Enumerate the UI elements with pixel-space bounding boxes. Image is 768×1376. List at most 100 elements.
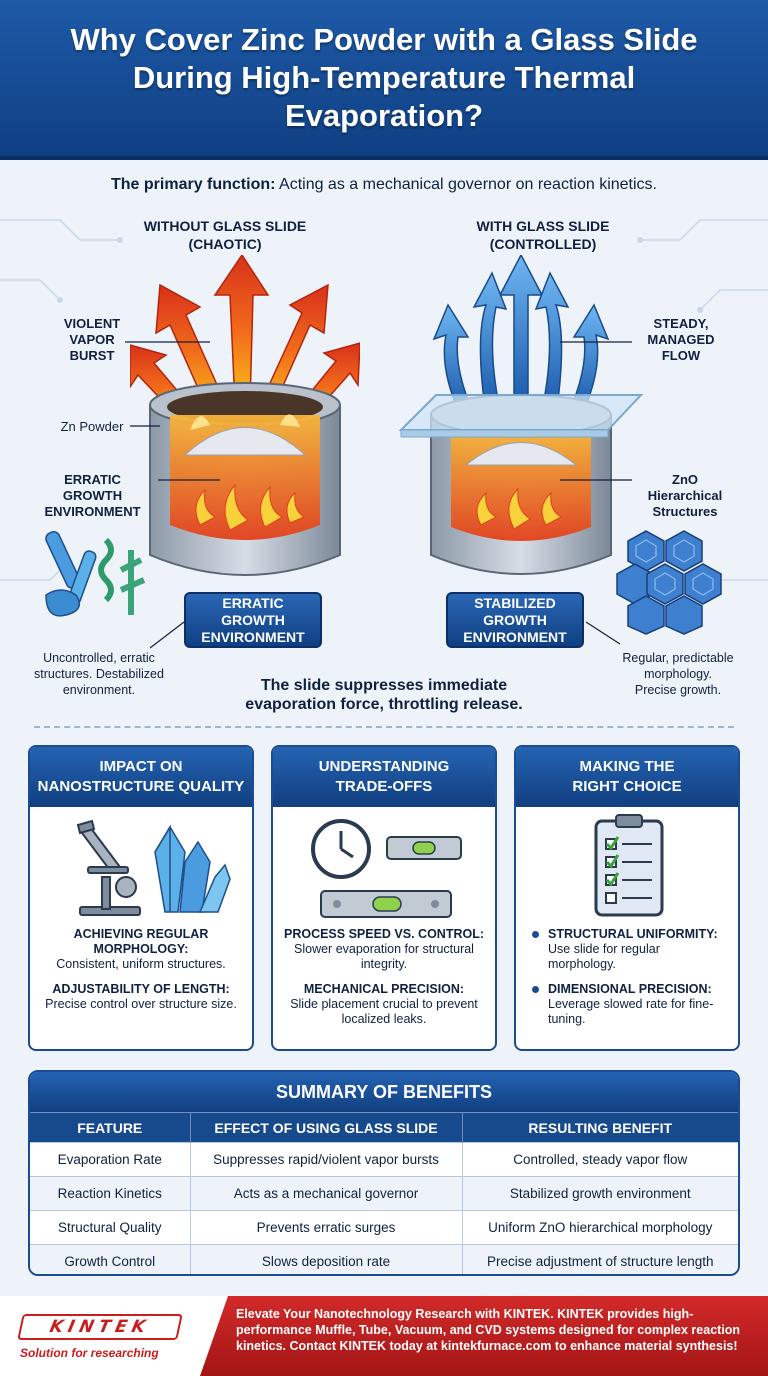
panel-impact-body: ACHIEVING REGULAR MORPHOLOGY: Consistent… bbox=[30, 927, 252, 1012]
panel-impact-art bbox=[30, 807, 252, 927]
tradeoffs-item-2: MECHANICAL PRECISION: Slide placement cr… bbox=[283, 982, 485, 1027]
table-cell: Acts as a mechanical governor bbox=[190, 1176, 463, 1211]
erratic-box-line2: GROWTH bbox=[221, 611, 285, 628]
crucible-chaotic-illustration bbox=[130, 255, 360, 576]
erratic-box-line1: ERRATIC bbox=[222, 594, 284, 611]
impact-item-2-text: Precise control over structure size. bbox=[45, 997, 237, 1011]
impact-item-1-heading: ACHIEVING REGULAR MORPHOLOGY: bbox=[73, 927, 209, 956]
callout-burst-line1: VIOLENT bbox=[63, 316, 121, 331]
stabilized-box-line3: ENVIRONMENT bbox=[463, 628, 567, 645]
erratic-box-line3: ENVIRONMENT bbox=[201, 628, 305, 645]
primary-function: The primary function: Acting as a mechan… bbox=[0, 176, 768, 194]
impact-item-2-heading: ADJUSTABILITY OF LENGTH: bbox=[52, 982, 230, 996]
choice-item-1-heading: STRUCTURAL UNIFORMITY: bbox=[548, 927, 718, 941]
panel-tradeoffs: UNDERSTANDING TRADE-OFFS PROCESS SPEED V… bbox=[271, 745, 497, 1051]
impact-item-2: ADJUSTABILITY OF LENGTH: Precise control… bbox=[40, 982, 242, 1012]
callout-flow-line2: MANAGED bbox=[647, 332, 715, 347]
table-cell: Stabilized growth environment bbox=[462, 1176, 738, 1211]
left-caption: Uncontrolled, erratic structures. Destab… bbox=[14, 650, 184, 698]
page-title: Why Cover Zinc Powder with a Glass Slide… bbox=[70, 22, 698, 133]
choice-item-2-heading: DIMENSIONAL PRECISION: bbox=[548, 982, 712, 996]
callout-burst-line2: VAPOR bbox=[69, 332, 115, 347]
table-cell: Reaction Kinetics bbox=[30, 1176, 191, 1211]
callout-zno-line1: ZnO bbox=[672, 472, 698, 487]
panel-tradeoffs-body: PROCESS SPEED VS. CONTROL: Slower evapor… bbox=[273, 927, 495, 1027]
right-caption-line3: Precise growth. bbox=[634, 683, 722, 697]
table-cell: Structural Quality bbox=[30, 1210, 191, 1245]
choice-item-1: STRUCTURAL UNIFORMITY: Use slide for reg… bbox=[532, 927, 728, 972]
table-row: Structural Quality Prevents erratic surg… bbox=[30, 1210, 738, 1245]
kintek-logo[interactable]: KINTEK bbox=[17, 1314, 183, 1340]
stabilized-environment-box: STABILIZED GROWTH ENVIRONMENT bbox=[446, 592, 584, 648]
panel-choice-title-line1: MAKING THE bbox=[579, 758, 675, 775]
table-cell: Prevents erratic surges bbox=[190, 1210, 463, 1245]
footer: KINTEK Solution for researching Elevate … bbox=[0, 1296, 768, 1376]
summary-header-row: FEATURE EFFECT OF USING GLASS SLIDE RESU… bbox=[30, 1112, 738, 1143]
right-caption-line1: Regular, predictable bbox=[622, 651, 734, 665]
summary-title: SUMMARY OF BENEFITS bbox=[30, 1072, 738, 1112]
left-title-line1: WITHOUT GLASS SLIDE bbox=[143, 218, 307, 234]
callout-flow-line3: FLOW bbox=[661, 348, 701, 363]
clock-level-icon bbox=[311, 819, 462, 918]
callout-burst-line3: BURST bbox=[69, 348, 115, 363]
panel-choice: MAKING THE RIGHT CHOICE STRUCTURAL UNIFO… bbox=[514, 745, 740, 1051]
callout-steady-managed-flow: STEADY, MANAGED FLOW bbox=[626, 316, 736, 364]
table-cell: Controlled, steady vapor flow bbox=[462, 1142, 738, 1177]
impact-item-1-text: Consistent, uniform structures. bbox=[56, 957, 226, 971]
stabilized-box-line1: STABILIZED bbox=[474, 594, 556, 611]
left-caption-line2: structures. Destabilized bbox=[34, 667, 164, 681]
column-header-feature: FEATURE bbox=[30, 1112, 191, 1143]
panel-impact-title-line1: IMPACT ON bbox=[99, 758, 183, 775]
erratic-box-connector bbox=[150, 621, 185, 649]
tradeoffs-item-1-heading: PROCESS SPEED VS. CONTROL: bbox=[283, 927, 485, 941]
right-title-line1: WITH GLASS SLIDE bbox=[476, 218, 610, 234]
right-column-title: WITH GLASS SLIDE (CONTROLLED) bbox=[428, 217, 658, 253]
stabilized-box-connector bbox=[585, 621, 621, 645]
callout-zno-hierarchical: ZnO Hierarchical Structures bbox=[630, 472, 740, 520]
choice-item-1-text: Use slide for regular morphology. bbox=[548, 942, 660, 971]
table-cell: Suppresses rapid/violent vapor bursts bbox=[190, 1142, 463, 1177]
right-callout-lines bbox=[560, 341, 632, 481]
panel-choice-title: MAKING THE RIGHT CHOICE bbox=[516, 747, 738, 807]
left-title-line2: (CHAOTIC) bbox=[188, 236, 262, 252]
table-row: Growth Control Slows deposition rate Pre… bbox=[30, 1244, 738, 1274]
panel-impact-title: IMPACT ON NANOSTRUCTURE QUALITY bbox=[30, 747, 252, 807]
table-cell: Growth Control bbox=[30, 1244, 191, 1274]
callout-violent-vapor-burst: VIOLENT VAPOR BURST bbox=[42, 316, 142, 364]
summary-table: FEATURE EFFECT OF USING GLASS SLIDE RESU… bbox=[30, 1112, 738, 1274]
erratic-environment-box: ERRATIC GROWTH ENVIRONMENT bbox=[184, 592, 322, 648]
right-title-line2: (CONTROLLED) bbox=[489, 236, 597, 252]
header-banner: Why Cover Zinc Powder with a Glass Slide… bbox=[0, 0, 768, 160]
impact-item-1: ACHIEVING REGULAR MORPHOLOGY: Consistent… bbox=[40, 927, 242, 972]
stabilized-box-line2: GROWTH bbox=[483, 611, 547, 628]
tradeoffs-item-2-heading: MECHANICAL PRECISION: bbox=[303, 982, 465, 996]
panel-tradeoffs-title-line1: UNDERSTANDING bbox=[318, 758, 450, 775]
tradeoffs-item-2-text: Slide placement crucial to prevent local… bbox=[290, 997, 478, 1026]
callout-zno-line2: Hierarchical bbox=[647, 488, 723, 503]
panel-choice-body: STRUCTURAL UNIFORMITY: Use slide for reg… bbox=[516, 927, 738, 1027]
callout-flow-line1: STEADY, bbox=[653, 316, 709, 331]
table-row: Reaction Kinetics Acts as a mechanical g… bbox=[30, 1176, 738, 1211]
right-caption: Regular, predictable morphology. Precise… bbox=[596, 650, 760, 698]
tradeoffs-item-1: PROCESS SPEED VS. CONTROL: Slower evapor… bbox=[283, 927, 485, 972]
right-caption-line2: morphology. bbox=[644, 667, 712, 681]
panel-tradeoffs-title: UNDERSTANDING TRADE-OFFS bbox=[273, 747, 495, 807]
callout-zn-powder: Zn Powder bbox=[60, 419, 124, 434]
footer-promo-text: Elevate Your Nanotechnology Research wit… bbox=[200, 1296, 768, 1376]
panel-tradeoffs-title-line2: TRADE-OFFS bbox=[335, 778, 433, 795]
column-header-benefit: RESULTING BENEFIT bbox=[462, 1112, 738, 1143]
erratic-nanostructures-icon bbox=[45, 531, 146, 617]
microscope-crystal-icon bbox=[76, 819, 231, 916]
callout-erratic-line2: GROWTH bbox=[62, 488, 123, 503]
section-divider bbox=[34, 726, 734, 728]
primary-function-label: The primary function: bbox=[111, 176, 276, 193]
panel-impact-title-line2: NANOSTRUCTURE QUALITY bbox=[37, 778, 245, 795]
clipboard-checklist-icon bbox=[594, 814, 664, 917]
kintek-tagline: Solution for researching bbox=[20, 1346, 159, 1360]
slide-note-line2: evaporation force, throttling release. bbox=[245, 696, 523, 713]
callout-erratic-growth: ERRATIC GROWTH ENVIRONMENT bbox=[30, 472, 155, 520]
slide-suppression-note: The slide suppresses immediate evaporati… bbox=[0, 676, 768, 714]
left-caption-line1: Uncontrolled, erratic bbox=[43, 651, 155, 665]
panel-impact: IMPACT ON NANOSTRUCTURE QUALITY ACHIEVIN… bbox=[28, 745, 254, 1051]
crucible-controlled-illustration bbox=[398, 255, 644, 575]
